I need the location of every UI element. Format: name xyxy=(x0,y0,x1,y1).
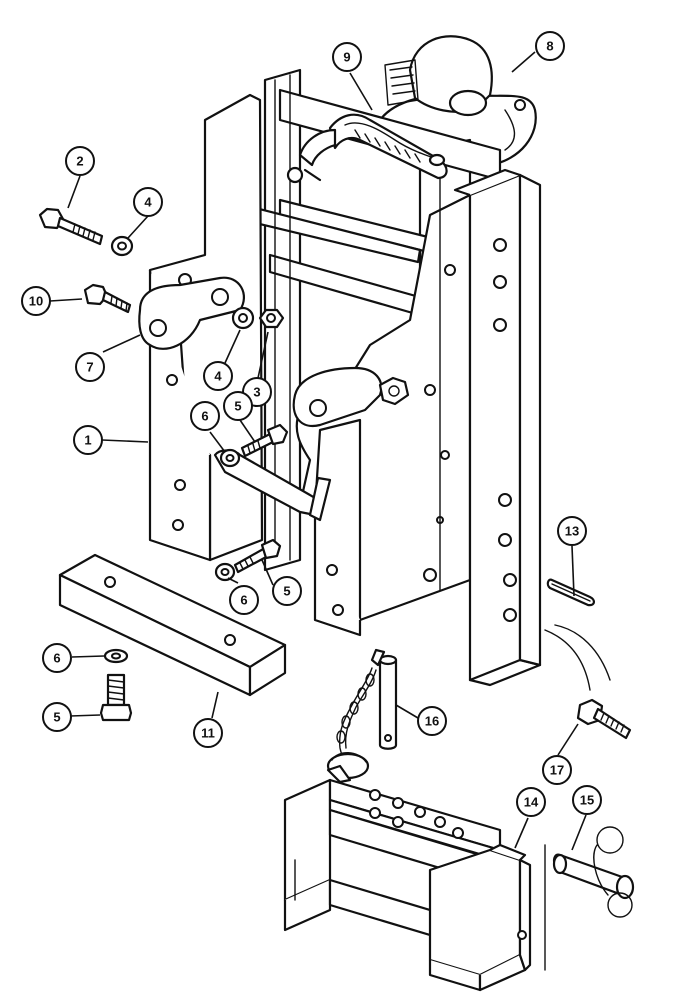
callout-13: 13 xyxy=(557,516,587,546)
latch-handle xyxy=(286,113,448,184)
callout-5-bottom-label: 5 xyxy=(53,710,60,725)
callout-7-label: 7 xyxy=(86,360,93,375)
bolt-2 xyxy=(38,207,104,246)
callout-5-lower: 5 xyxy=(272,576,302,606)
bolt-10 xyxy=(83,283,132,314)
link-plate xyxy=(138,276,246,350)
callout-6-lower: 6 xyxy=(229,585,259,615)
callout-9: 9 xyxy=(332,42,362,72)
washer-6-bottom xyxy=(103,648,129,664)
callout-17-label: 17 xyxy=(550,763,564,778)
callout-14: 14 xyxy=(516,787,546,817)
bolt-5-middle xyxy=(219,423,289,468)
callout-2-label: 2 xyxy=(76,154,83,169)
bolt-5-bottom xyxy=(99,673,133,722)
callout-6-bottom-label: 6 xyxy=(53,651,60,666)
callout-6-mid-label: 6 xyxy=(201,409,208,424)
callout-2: 2 xyxy=(65,146,95,176)
callout-9-label: 9 xyxy=(343,50,350,65)
callout-16: 16 xyxy=(417,706,447,736)
callout-10-label: 10 xyxy=(29,294,43,309)
split-pin xyxy=(546,578,595,607)
callout-10: 10 xyxy=(21,286,51,316)
swing-arc xyxy=(554,624,611,681)
callout-5-bottom: 5 xyxy=(42,702,72,732)
callout-14-label: 14 xyxy=(524,795,539,810)
callout-4-top: 4 xyxy=(133,187,163,217)
leader-lines xyxy=(49,51,587,851)
bolt-5-lower xyxy=(214,538,282,582)
callout-17: 17 xyxy=(542,755,572,785)
callout-4-mid-label: 4 xyxy=(214,369,222,384)
washer-4-left xyxy=(110,235,134,257)
pin-with-chain xyxy=(326,648,398,784)
callout-13-label: 13 xyxy=(565,524,579,539)
callout-3-label: 3 xyxy=(253,385,260,400)
callout-7: 7 xyxy=(75,352,105,382)
callout-16-label: 16 xyxy=(425,714,439,729)
callout-5-lower-label: 5 xyxy=(283,584,290,599)
callout-8: 8 xyxy=(535,31,565,61)
pin-with-ring xyxy=(544,826,635,971)
callout-6-bottom: 6 xyxy=(42,643,72,673)
callout-8-label: 8 xyxy=(546,39,553,54)
spacer-bar xyxy=(58,553,287,697)
drawbar-carrier xyxy=(283,778,532,992)
callout-1: 1 xyxy=(73,425,103,455)
bolt-17 xyxy=(576,698,632,740)
callout-6-lower-label: 6 xyxy=(240,593,247,608)
swing-arc-2 xyxy=(544,629,591,691)
callout-5-mid: 5 xyxy=(223,391,253,421)
callout-5-mid-label: 5 xyxy=(234,399,241,414)
callout-1-label: 1 xyxy=(84,433,91,448)
callout-4-mid: 4 xyxy=(203,361,233,391)
callout-15-label: 15 xyxy=(580,793,594,808)
callout-4-top-label: 4 xyxy=(144,195,152,210)
callout-15: 15 xyxy=(572,785,602,815)
callout-6-mid: 6 xyxy=(190,401,220,431)
callout-11-label: 11 xyxy=(201,726,215,741)
callout-11: 11 xyxy=(193,718,223,748)
washer-and-nut xyxy=(231,306,285,330)
lever-plate xyxy=(292,366,410,428)
